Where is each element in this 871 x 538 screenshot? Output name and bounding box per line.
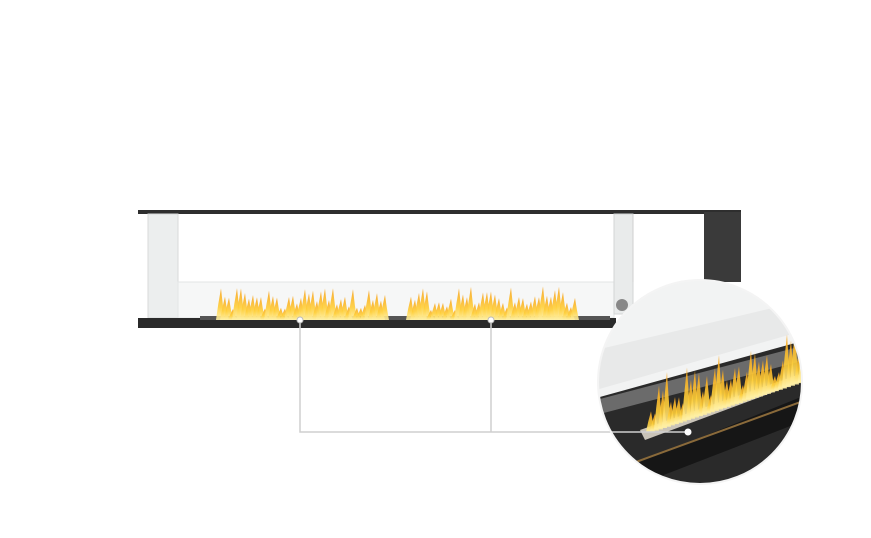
right-glass-panel — [613, 213, 634, 315]
flames-left — [216, 288, 389, 320]
flame — [348, 289, 357, 320]
callout-lines — [299, 320, 690, 433]
callout-dot — [487, 316, 495, 324]
left-glass-panel — [147, 213, 179, 319]
flames-right — [406, 286, 579, 320]
right-end-panel — [704, 212, 741, 282]
callout-dot — [296, 316, 304, 324]
flame — [570, 297, 579, 320]
flame — [380, 294, 389, 320]
detail-zoom-circle — [598, 280, 802, 484]
base-tray — [138, 318, 616, 328]
fireplace-unit — [138, 210, 741, 328]
burner-knob — [616, 299, 628, 311]
top-frame — [138, 210, 741, 214]
flame — [422, 291, 431, 320]
